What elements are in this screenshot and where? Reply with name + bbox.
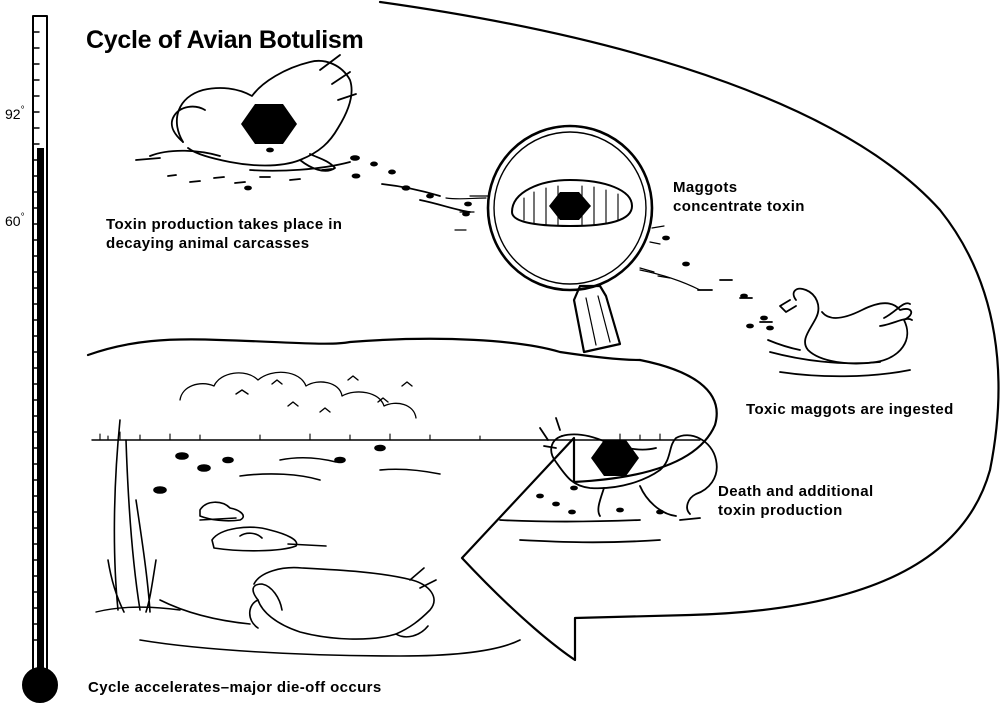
toxin-marker-icon	[549, 192, 591, 220]
thermometer-mark-60: 60°	[5, 212, 25, 231]
caption-toxin-production: Toxin production takes place in decaying…	[106, 215, 342, 253]
thermometer	[23, 16, 57, 702]
caption-ingested: Toxic maggots are ingested	[746, 400, 954, 419]
caption-cycle-accelerates: Cycle accelerates–major die-off occurs	[88, 678, 382, 697]
duck-eating-maggots	[640, 237, 912, 377]
thermometer-mark-92: 92°	[5, 105, 25, 124]
diagram-title: Cycle of Avian Botulism	[86, 24, 363, 56]
magnifying-glass-icon	[455, 126, 664, 352]
toxin-marker-icon	[591, 440, 639, 476]
dying-duck	[500, 418, 717, 542]
marsh-scene	[92, 372, 700, 656]
caption-death: Death and additional toxin production	[718, 482, 874, 520]
cycle-outline	[88, 2, 998, 660]
decaying-bird-carcass	[136, 55, 471, 216]
caption-maggots: Maggots concentrate toxin	[673, 178, 805, 216]
toxin-marker-icon	[241, 104, 297, 144]
